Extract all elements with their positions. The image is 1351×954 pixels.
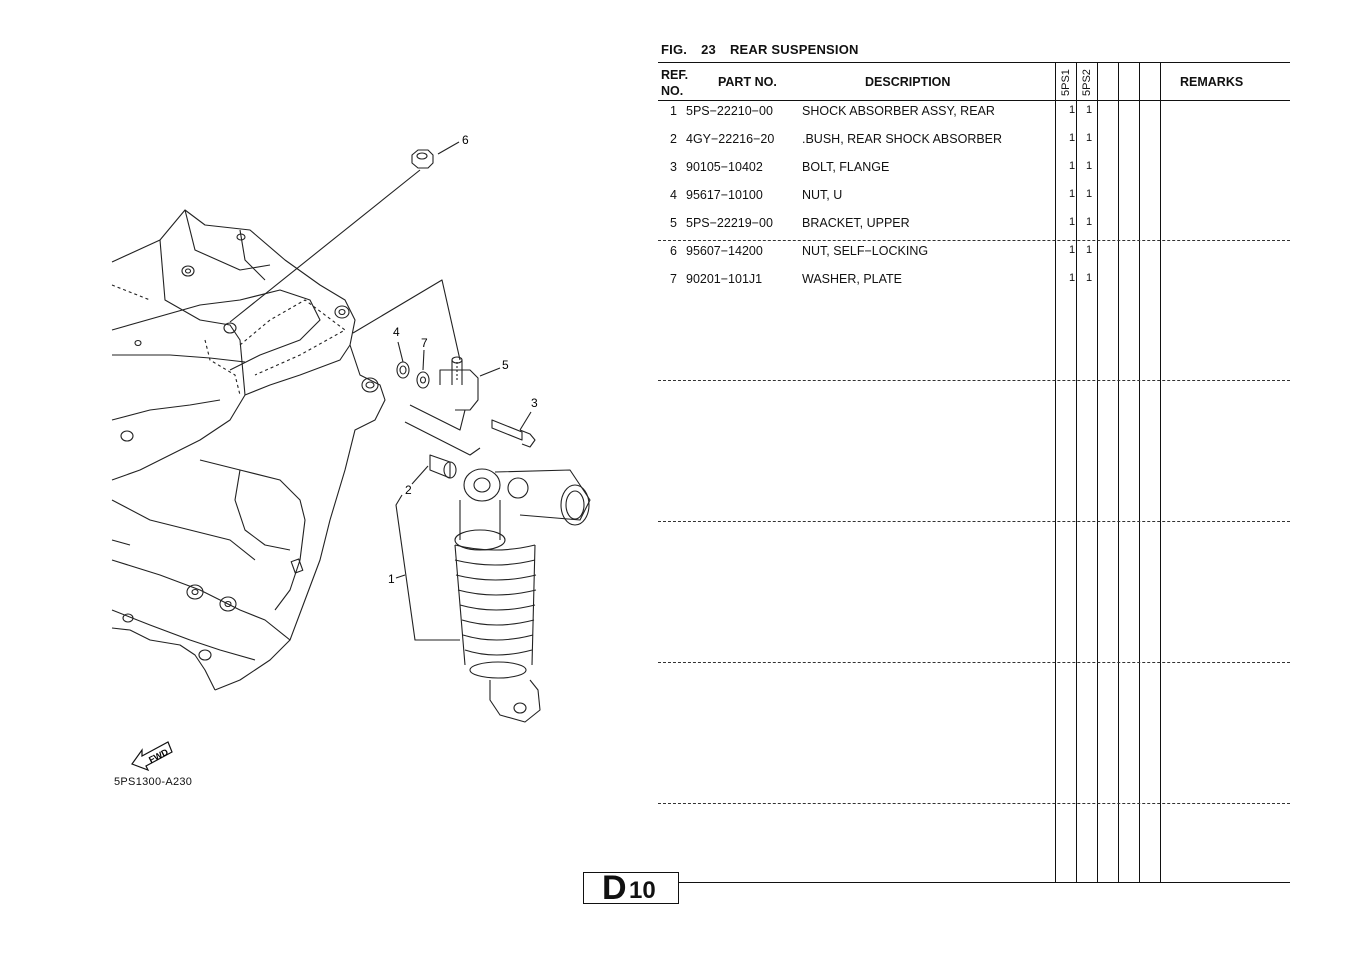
ref-no: 4	[670, 188, 677, 202]
description: SHOCK ABSORBER ASSY, REAR	[802, 104, 995, 118]
fig-title-text: REAR SUSPENSION	[729, 42, 859, 57]
page-letter: D	[602, 869, 627, 907]
description: NUT, U	[802, 188, 843, 202]
description: .BUSH, REAR SHOCK ABSORBER	[802, 132, 1003, 146]
figure-title: FIG. 23 REAR SUSPENSION	[661, 42, 859, 57]
part-no: 5PS−22210−00	[686, 104, 773, 118]
ref-no: 5	[670, 216, 677, 230]
page-number-box: D 10	[583, 869, 679, 907]
header-no: NO.	[661, 84, 684, 98]
part-no: 90201−101J1	[686, 272, 763, 286]
table-row: 6 95607−14200 NUT, SELF−LOCKING 1 1	[658, 244, 1290, 264]
qty-5ps1: 1	[1068, 160, 1076, 172]
description: NUT, SELF−LOCKING	[802, 244, 929, 258]
table-row: 1 5PS−22210−00 SHOCK ABSORBER ASSY, REAR…	[658, 104, 1290, 124]
header-ref: REF.	[661, 68, 689, 82]
qty-5ps2: 1	[1085, 104, 1093, 116]
table-row: 3 90105−10402 BOLT, FLANGE 1 1	[658, 160, 1290, 180]
header-description: DESCRIPTION	[865, 75, 951, 89]
qty-5ps2: 1	[1085, 272, 1093, 284]
fig-number: 23	[701, 42, 716, 57]
qty-5ps1: 1	[1068, 132, 1076, 144]
header-remarks: REMARKS	[1180, 75, 1244, 89]
qty-5ps2: 1	[1085, 132, 1093, 144]
qty-5ps1: 1	[1068, 272, 1076, 284]
part-no: 95607−14200	[686, 244, 763, 258]
ref-no: 3	[670, 160, 677, 174]
ref-no: 7	[670, 272, 677, 286]
header-model-5ps2: 5PS2	[1081, 69, 1093, 96]
ref-no: 6	[670, 244, 677, 258]
table-row: 4 95617−10100 NUT, U 1 1	[658, 188, 1290, 208]
callout-5: 5	[502, 358, 509, 372]
fwd-label: FWD	[147, 747, 170, 765]
qty-5ps1: 1	[1068, 188, 1076, 200]
ref-no: 1	[670, 104, 677, 118]
fig-label: FIG.	[661, 42, 688, 57]
part-no: 90105−10402	[686, 160, 763, 174]
page-number: 10	[629, 877, 656, 904]
callout-1: 1	[388, 572, 395, 586]
page-footer-rule	[679, 882, 1290, 883]
diagram-code: 5PS1300-A230	[114, 776, 193, 788]
qty-5ps1: 1	[1068, 104, 1076, 116]
part-no: 4GY−22216−20	[686, 132, 775, 146]
description: BOLT, FLANGE	[802, 160, 890, 174]
callout-3: 3	[531, 396, 538, 410]
qty-5ps2: 1	[1085, 244, 1093, 256]
callout-2: 2	[405, 483, 412, 497]
table-row: 5 5PS−22219−00 BRACKET, UPPER 1 1	[658, 216, 1290, 236]
ref-no: 2	[670, 132, 677, 146]
exploded-parts-diagram: 6 4 7 5 3 2 1	[111, 133, 591, 723]
callout-7: 7	[421, 336, 428, 350]
fwd-arrow-icon: FWD	[131, 741, 173, 772]
table-row: 2 4GY−22216−20 .BUSH, REAR SHOCK ABSORBE…	[658, 132, 1290, 152]
qty-5ps2: 1	[1085, 216, 1093, 228]
table-row: 7 90201−101J1 WASHER, PLATE 1 1	[658, 272, 1290, 292]
qty-5ps2: 1	[1085, 188, 1093, 200]
callout-6: 6	[462, 133, 469, 147]
part-no: 5PS−22219−00	[686, 216, 773, 230]
header-part-no: PART NO.	[718, 75, 777, 89]
qty-5ps1: 1	[1068, 244, 1076, 256]
qty-5ps2: 1	[1085, 160, 1093, 172]
callout-4: 4	[393, 325, 400, 339]
description: BRACKET, UPPER	[802, 216, 910, 230]
qty-5ps1: 1	[1068, 216, 1076, 228]
parts-table: REF. NO. PART NO. DESCRIPTION 5PS1 5PS2 …	[658, 62, 1290, 883]
header-model-5ps1: 5PS1	[1060, 69, 1072, 96]
description: WASHER, PLATE	[802, 272, 903, 286]
part-no: 95617−10100	[686, 188, 763, 202]
